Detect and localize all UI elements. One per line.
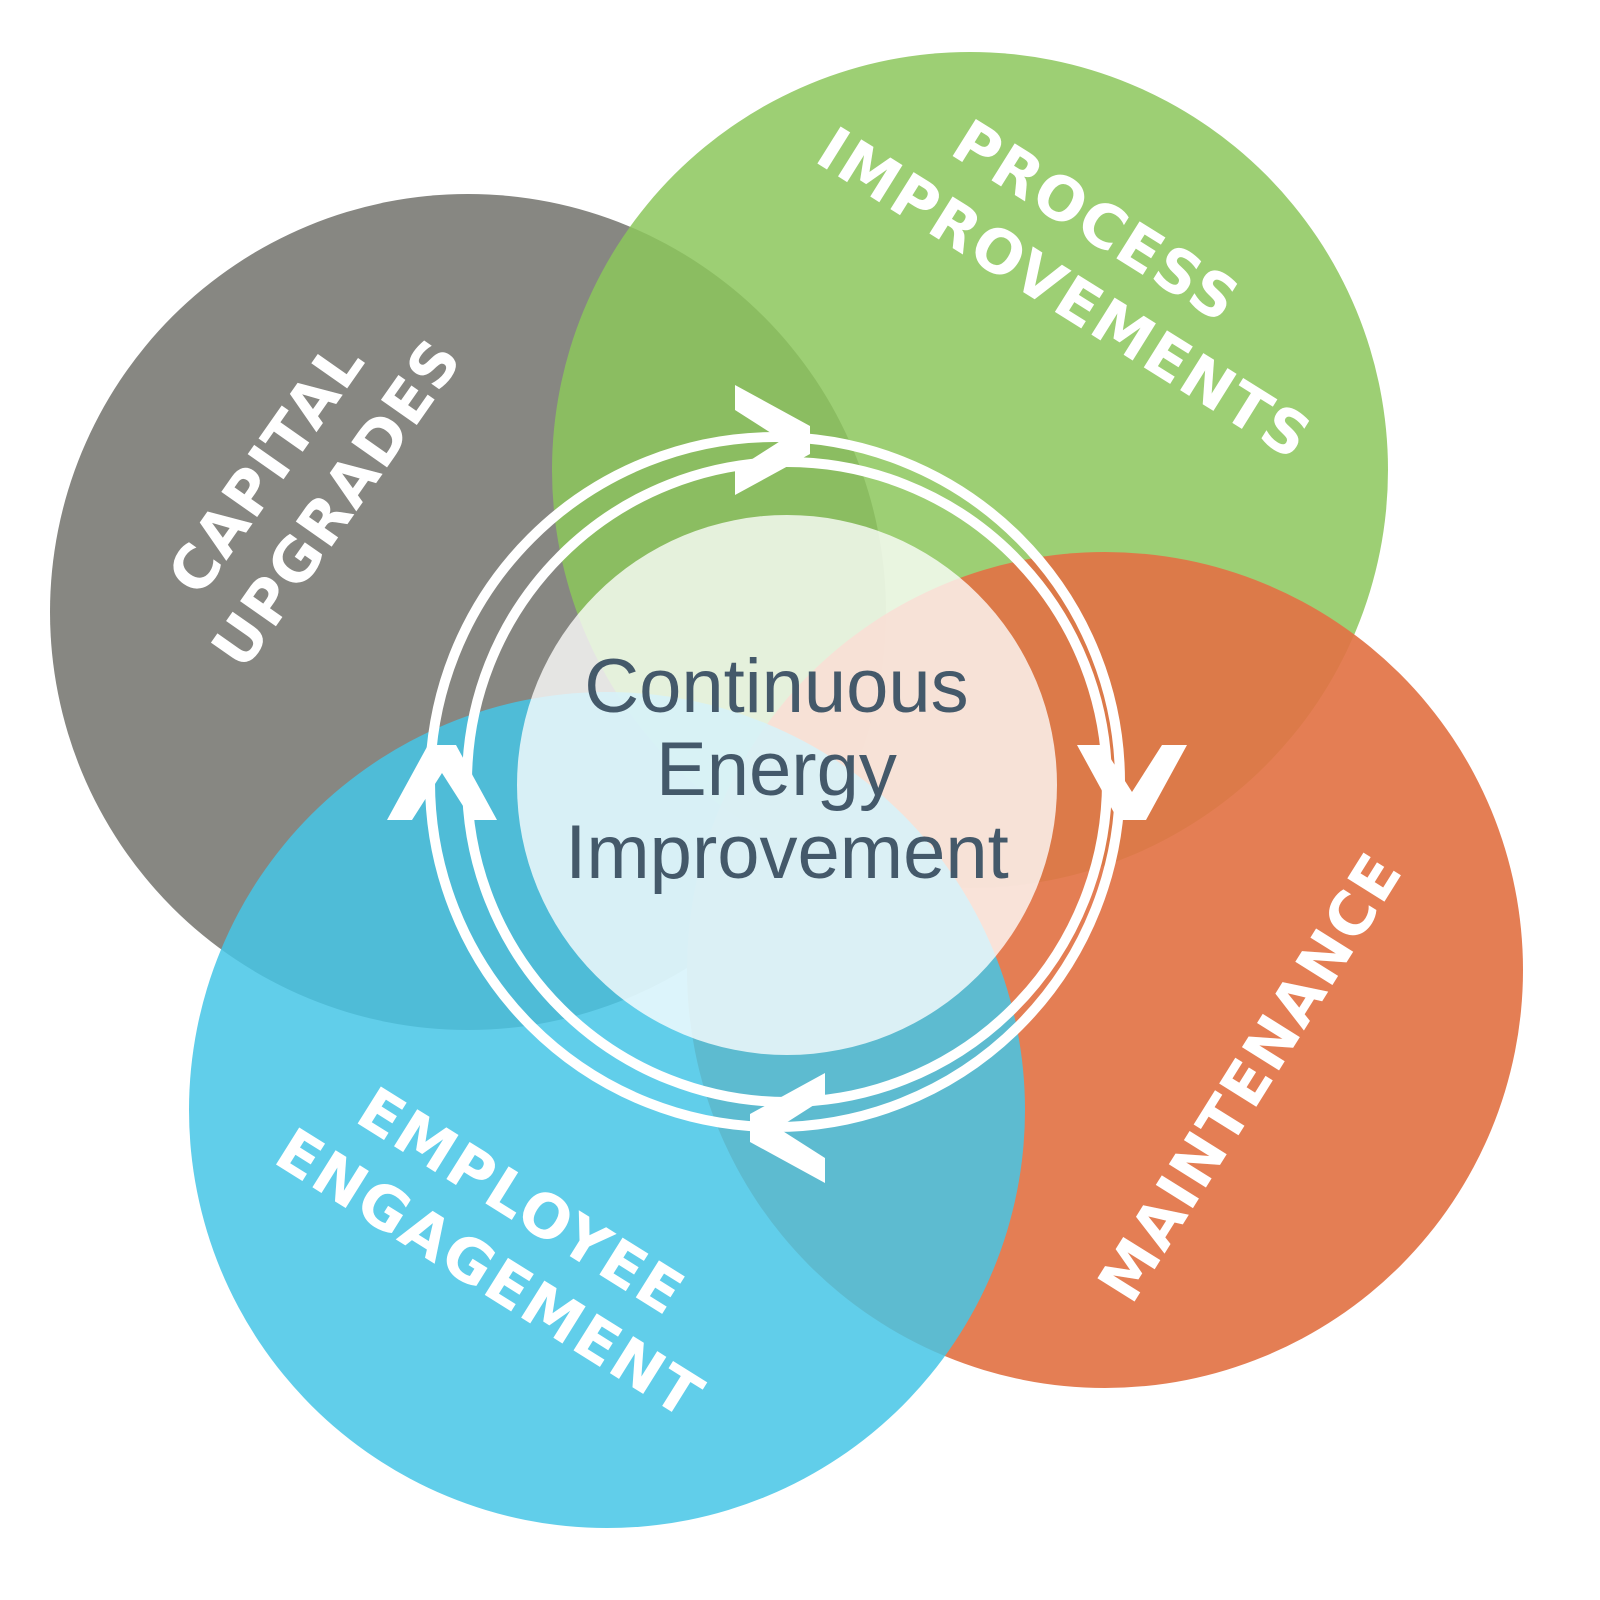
center-line-1: Continuous: [584, 644, 969, 729]
center-line-3: Improvement: [565, 810, 1009, 895]
cycle-arrow-right-icon: [1077, 745, 1187, 820]
center-line-2: Energy: [656, 727, 897, 812]
cycle-arrow-top-icon: [735, 385, 810, 495]
cycle-arrow-left-icon: [387, 745, 497, 820]
center-title: Continuous Energy Improvement: [565, 644, 1009, 895]
center-disc: [517, 515, 1057, 1055]
cycle-arrow-bottom-icon: [750, 1073, 825, 1183]
